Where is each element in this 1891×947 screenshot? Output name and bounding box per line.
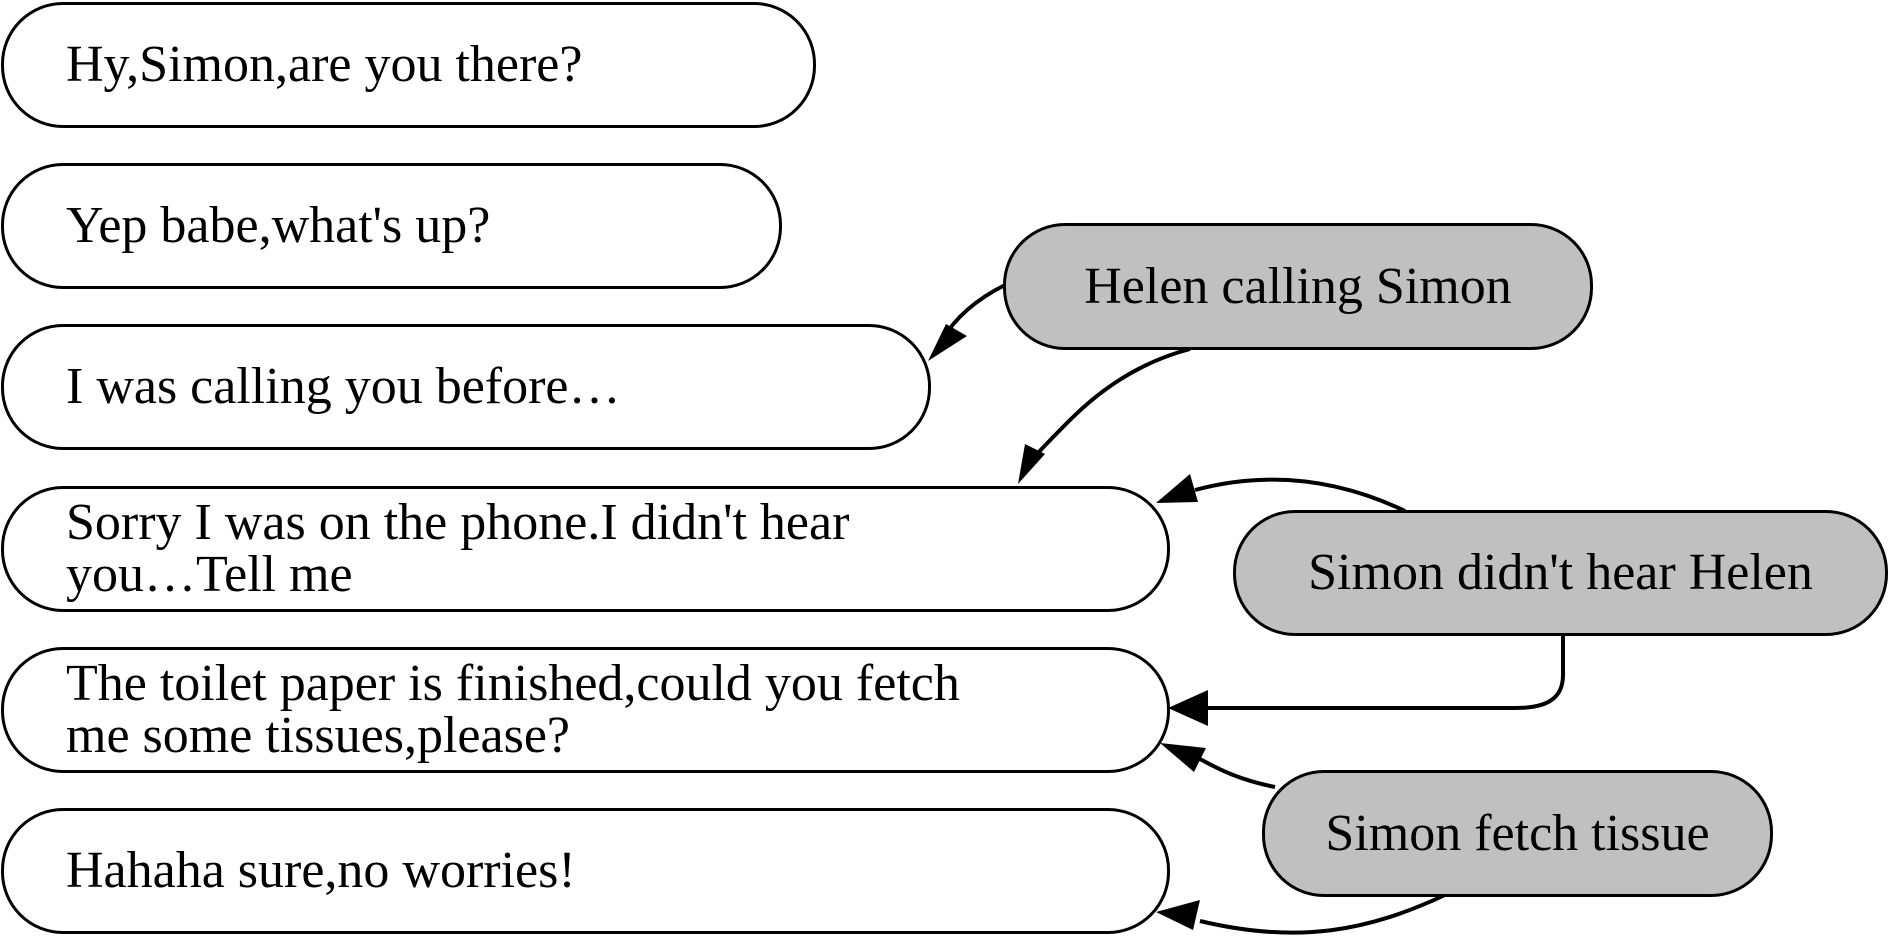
arrow-helen-calling-to-msg4: [1028, 347, 1191, 464]
annotation-text: Helen calling Simon: [1084, 257, 1512, 315]
message-bubble: Sorry I was on the phone.I didn't hear y…: [1, 486, 1170, 612]
message-text: Yep babe,what's up?: [66, 197, 491, 254]
message-text: The toilet paper is finished,could you f…: [66, 655, 960, 764]
arrowhead-msg5-lower: [1160, 743, 1206, 772]
message-text: Hahaha sure,no worries!: [66, 842, 576, 899]
annotation-text: Simon didn't hear Helen: [1308, 544, 1813, 601]
arrow-didnt-hear-to-msg4: [1194, 477, 1406, 513]
message-text: Sorry I was on the phone.I didn't hear y…: [66, 494, 850, 603]
annotation-simon-didnt-hear-helen: Simon didn't hear Helen: [1233, 510, 1888, 636]
message-text: Hy,Simon,are you there?: [66, 36, 583, 93]
arrowhead-msg4: [1018, 444, 1045, 484]
annotation-text: Simon fetch tissue: [1325, 804, 1710, 862]
message-bubble: The toilet paper is finished,could you f…: [1, 647, 1170, 773]
arrowhead-msg5-right: [1168, 690, 1208, 726]
message-bubble: Yep babe,what's up?: [1, 163, 782, 289]
arrow-fetch-to-msg5: [1199, 757, 1276, 789]
arrowhead-msg6: [1156, 900, 1200, 930]
arrowhead-msg3: [928, 324, 967, 361]
arrow-fetch-to-msg6: [1199, 893, 1446, 935]
message-bubble: Hahaha sure,no worries!: [1, 808, 1170, 934]
arrowhead-msg4-right: [1156, 474, 1198, 503]
message-bubble: Hy,Simon,are you there?: [1, 2, 816, 128]
message-text: I was calling you before…: [66, 358, 621, 415]
message-bubble: I was calling you before…: [1, 324, 931, 450]
arrow-didnt-hear-to-msg5: [1205, 635, 1565, 710]
annotation-helen-calling-simon: Helen calling Simon: [1003, 223, 1593, 350]
annotation-simon-fetch-tissue: Simon fetch tissue: [1262, 770, 1773, 897]
